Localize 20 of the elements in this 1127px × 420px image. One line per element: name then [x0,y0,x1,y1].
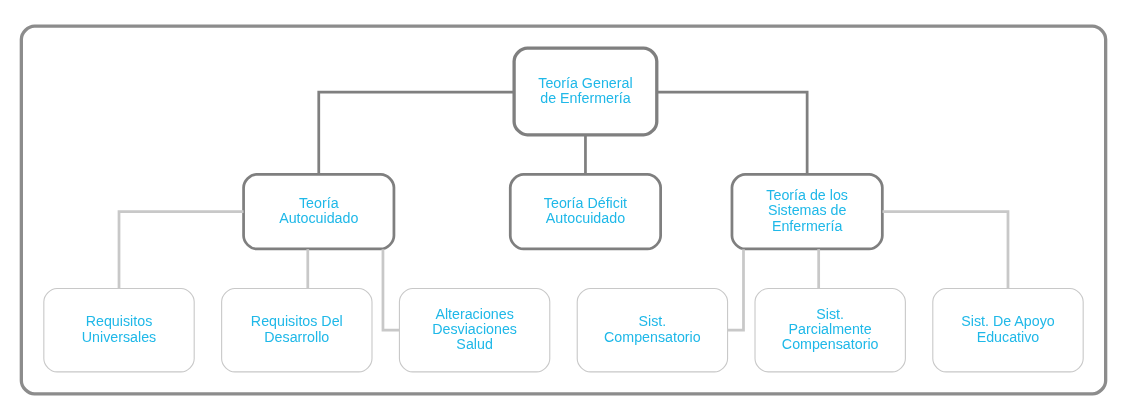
connector [306,249,310,289]
node-box: Sist. De Apoyo Educativo [932,287,1084,373]
node-box: Teoría Autocuidado [242,172,396,251]
connector [584,134,587,175]
node-box: Alteraciones Desviaciones Salud [398,287,551,373]
node-box: Sist. Parcialmente Compensatorio [754,287,906,373]
connector [817,249,821,289]
connector [727,249,745,332]
node-box: Teoría Déficit Autocuidado [508,172,662,251]
connector [882,210,1010,289]
node-box: Requisitos Del Desarrollo [221,287,373,373]
connector [381,249,400,332]
cluster [19,24,1108,396]
node-box: Requisitos Universales [43,287,195,373]
connector [656,90,809,175]
connector [117,210,244,289]
node-box: Teoría General de Enfermería [512,46,659,137]
node-box: Teoría de los Sistemas de Enfermería [730,172,884,251]
connector [317,90,514,175]
node-box: Sist. Compensatorio [576,287,729,373]
